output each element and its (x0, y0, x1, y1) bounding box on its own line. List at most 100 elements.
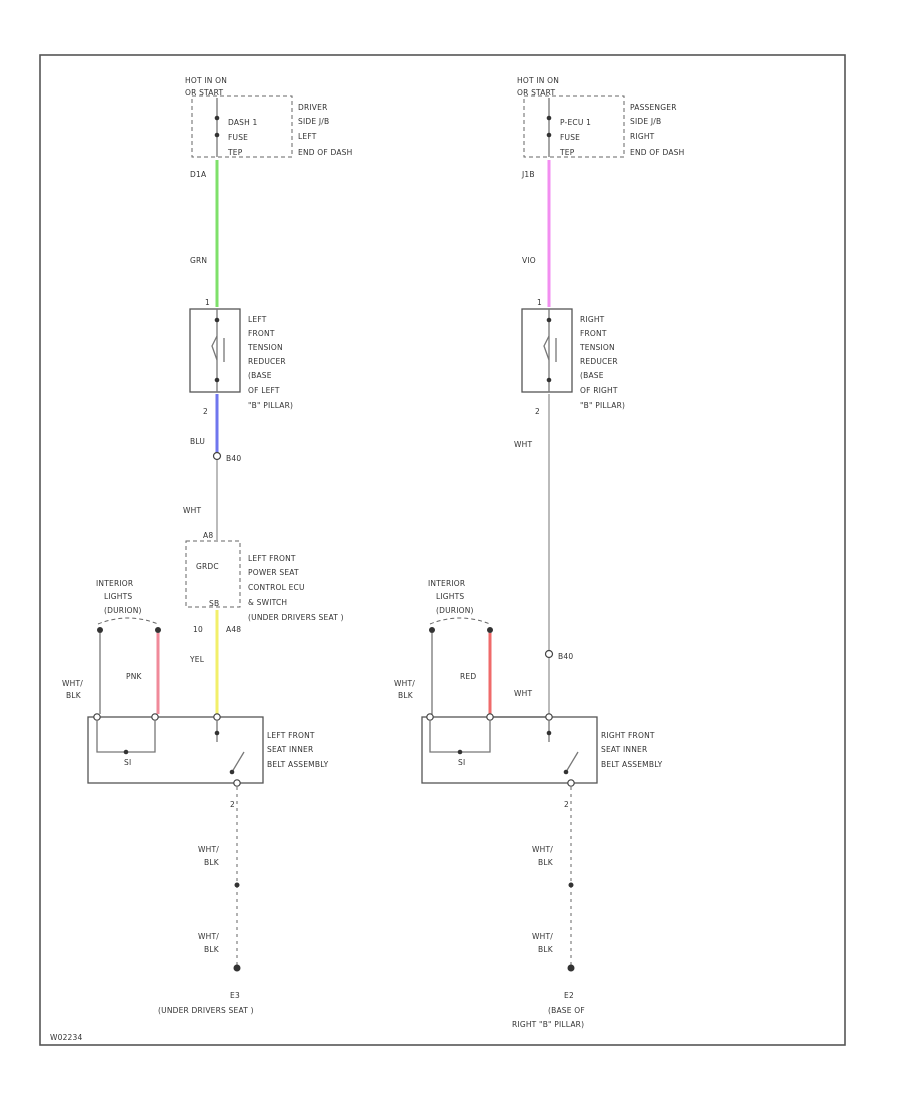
left-connector1 (212, 451, 222, 461)
left-fuse-block: HOT IN ON OR START DASH 1 FUSE TEP DRIVE… (185, 76, 352, 158)
left-buckle-terminal (93, 713, 101, 721)
right-buckle-name-1: RIGHT FRONT (601, 731, 655, 740)
right-fuse-location-1: PASSENGER (630, 103, 677, 112)
left-ils-terminal (155, 627, 161, 633)
left-buckle-pin-bottom: 2 (230, 800, 235, 809)
right-buckle-box (421, 716, 598, 784)
left-fuse-block-line1: HOT IN ON (185, 76, 227, 85)
left-circuit: HOT IN ON OR START DASH 1 FUSE TEP DRIVE… (62, 76, 352, 1015)
left-ils-label-1: INTERIOR (96, 579, 133, 588)
left-fuse-pin2: FUSE (228, 133, 248, 142)
left-ecu-name-4: & SWITCH (248, 598, 287, 607)
right-reducer-name-2: FRONT (580, 329, 607, 338)
left-ecu-pin-bottom: SB (209, 599, 219, 608)
left-reducer-name-7: "B" PILLAR) (248, 401, 293, 410)
left-buckle-node (123, 749, 129, 755)
right-wht-blk-label-2: BLK (398, 691, 414, 700)
left-reducer-name-4: REDUCER (248, 357, 286, 366)
right-buckle-node (563, 769, 569, 775)
left-buckle-terminal (213, 713, 221, 721)
right-wire2-color-label: WHT (514, 440, 532, 449)
right-buckle-pin-bottom: 2 (564, 800, 569, 809)
right-reducer-name-3: TENSION (579, 343, 615, 352)
left-fuse-node (214, 132, 220, 138)
left-ground-wire2-label-1: WHT/ (198, 932, 219, 941)
left-ecu-outline (185, 540, 241, 608)
right-ground-wire2-label-1: WHT/ (532, 932, 553, 941)
right-buckle-internal-loop (429, 720, 491, 753)
right-fuse-location-4: END OF DASH (630, 148, 684, 157)
right-buckle-terminal (567, 779, 575, 787)
left-buckle-terminal (151, 713, 159, 721)
left-ecu-connector-label: A48 (226, 625, 241, 634)
left-fuse-location-3: LEFT (298, 132, 317, 141)
right-fuse-pin2: FUSE (560, 133, 580, 142)
right-reducer-name-4: REDUCER (580, 357, 618, 366)
left-ils-outline (97, 617, 159, 625)
left-ils-label-2: LIGHTS (104, 592, 132, 601)
right-ils-label-1: INTERIOR (428, 579, 465, 588)
left-reducer-node (214, 377, 220, 383)
left-buckle-terminal (233, 779, 241, 787)
left-ecu-pin-number: 10 (193, 625, 203, 634)
right-fuse-node (546, 132, 552, 138)
left-wire1-color-label: GRN (190, 256, 207, 265)
right-buckle-terminal (545, 713, 553, 721)
left-ground-splice (234, 882, 240, 888)
left-wire4-color-label: YEL (189, 655, 205, 664)
right-ground-icon (567, 964, 575, 972)
right-connector1-label: B40 (558, 652, 573, 661)
left-seat-inner-belt: SI LEFT FRONT SEAT INNER BELT ASSEMBLY 2 (87, 713, 329, 809)
right-ground-location-1: (BASE OF (548, 1006, 585, 1015)
left-ground-wire1-label-1: WHT/ (198, 845, 219, 854)
right-connector1 (544, 649, 554, 659)
right-wire3-color-label: WHT (514, 689, 532, 698)
right-reducer-pin-top: 1 (537, 298, 542, 307)
left-buckle-name-3: BELT ASSEMBLY (267, 760, 329, 769)
right-fuse-location-2: SIDE J/B (630, 117, 661, 126)
right-ils-terminal (487, 627, 493, 633)
right-reducer-pin-bottom: 2 (535, 407, 540, 416)
diagram-frame (39, 54, 846, 1046)
left-fuse-location-1: DRIVER (298, 103, 327, 112)
right-ils-terminal (429, 627, 435, 633)
right-ground-wire1-label-1: WHT/ (532, 845, 553, 854)
right-ground-wire2-label-2: BLK (538, 945, 554, 954)
right-reducer-name-6: OF RIGHT (580, 386, 618, 395)
right-reducer-box (521, 308, 573, 393)
left-ecu-pin-top: A8 (203, 531, 213, 540)
right-buckle-inner-label: SI (458, 758, 465, 767)
right-wht-blk-label-1: WHT/ (394, 679, 415, 688)
left-reducer-switch-icon (211, 335, 218, 361)
left-buckle-node (214, 730, 220, 736)
right-seat-inner-belt: SI RIGHT FRONT SEAT INNER BELT ASSEMBLY … (421, 713, 663, 809)
right-fuse-block-line2: OR START (517, 88, 555, 97)
left-reducer-name-5: (BASE (248, 371, 272, 380)
right-fuse-box-outline (523, 95, 625, 158)
right-ils-label-3: (DURION) (436, 606, 474, 615)
left-wht-blk-label-2: BLK (66, 691, 82, 700)
right-reducer-node (546, 377, 552, 383)
left-fuse-pin3: TEP (227, 148, 243, 157)
right-tension-reducer: 1 RIGHT FRONT TENSION REDUCER (BASE OF R… (521, 298, 625, 416)
right-ground-splice (568, 882, 574, 888)
left-buckle-internal-loop (96, 720, 156, 753)
left-tension-reducer: 1 LEFT FRONT TENSION REDUCER (BASE OF LE… (189, 298, 293, 416)
right-reducer-name-5: (BASE (580, 371, 604, 380)
right-wire1-pin: J1B (521, 170, 535, 179)
right-buckle-terminal (486, 713, 494, 721)
left-ground-wire1-label-2: BLK (204, 858, 220, 867)
left-reducer-pin-bottom: 2 (203, 407, 208, 416)
left-fuse-box-outline (191, 95, 293, 158)
left-pnk-label: PNK (126, 672, 143, 681)
left-wire1-pin: D1A (190, 170, 207, 179)
right-buckle-node (457, 749, 463, 755)
right-buckle-name-3: BELT ASSEMBLY (601, 760, 663, 769)
left-fuse-node (214, 115, 220, 121)
right-ils-outline (429, 617, 491, 625)
left-buckle-node (229, 769, 235, 775)
right-reducer-node (546, 317, 552, 323)
left-reducer-name-1: LEFT (248, 315, 267, 324)
right-fuse-block-line1: HOT IN ON (517, 76, 559, 85)
